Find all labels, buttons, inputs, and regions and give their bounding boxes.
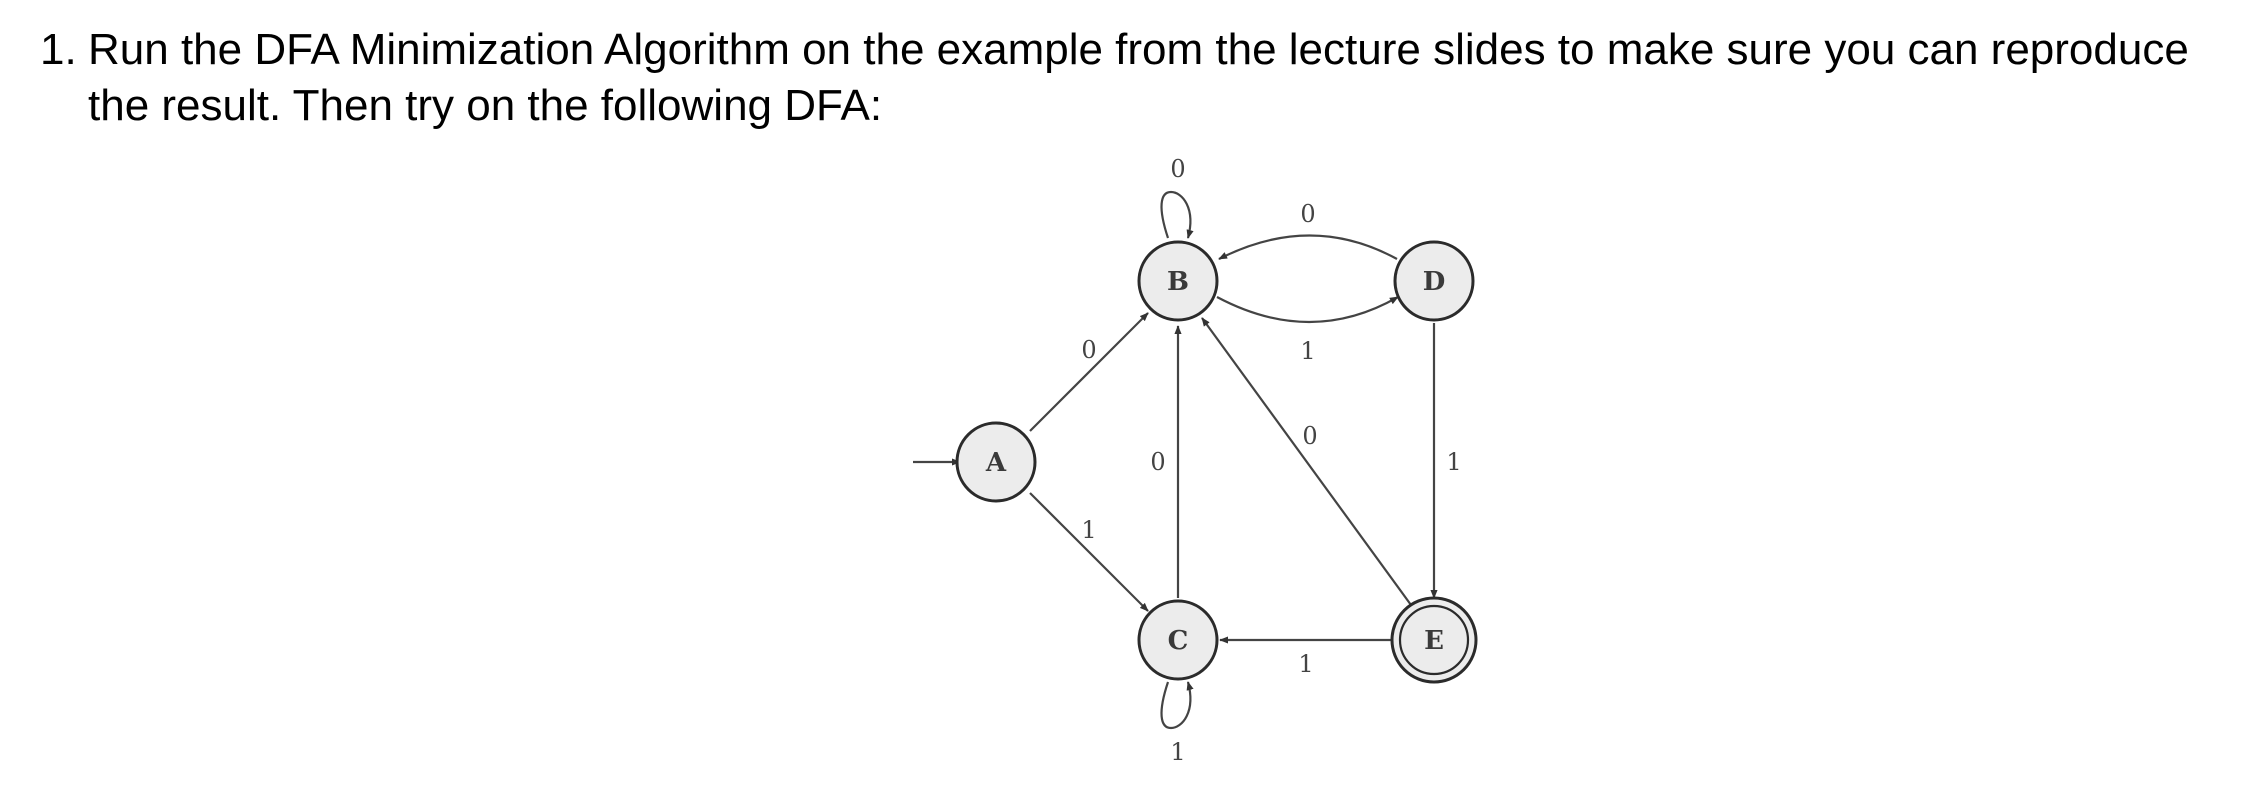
label-a-c: 1 (1081, 516, 1096, 544)
question-number: 1. (40, 25, 77, 74)
label-b-d: 1 (1300, 337, 1315, 365)
label-b-b: 0 (1170, 155, 1185, 183)
edge-a-b (1029, 312, 1149, 432)
svg-text:A: A (985, 448, 1007, 478)
svg-text:C: C (1168, 626, 1189, 656)
label-a-b: 0 (1081, 336, 1096, 364)
svg-text:E: E (1424, 626, 1444, 656)
label-c-c: 1 (1170, 738, 1185, 766)
state-c: C (1137, 599, 1219, 681)
label-d-e: 1 (1446, 448, 1461, 476)
label-d-b: 0 (1300, 200, 1315, 228)
label-c-b: 0 (1150, 448, 1165, 476)
edge-b-d (1216, 296, 1399, 323)
edge-a-c (1029, 492, 1149, 612)
edge-d-b (1218, 234, 1398, 260)
svg-text:B: B (1167, 267, 1189, 297)
label-e-b: 0 (1302, 422, 1317, 450)
edge-e-b (1201, 317, 1412, 606)
state-e: E (1390, 596, 1478, 684)
question-text: Run the DFA Minimization Algorithm on th… (88, 25, 2189, 130)
edge-b-b (1160, 190, 1194, 239)
question: 1. Run the DFA Minimization Algorithm on… (40, 22, 2240, 134)
state-a: A (955, 421, 1037, 503)
state-b: B (1137, 240, 1219, 322)
label-e-c: 1 (1298, 650, 1313, 678)
edge-c-c (1160, 681, 1194, 730)
svg-text:D: D (1423, 267, 1446, 297)
state-d: D (1393, 240, 1475, 322)
